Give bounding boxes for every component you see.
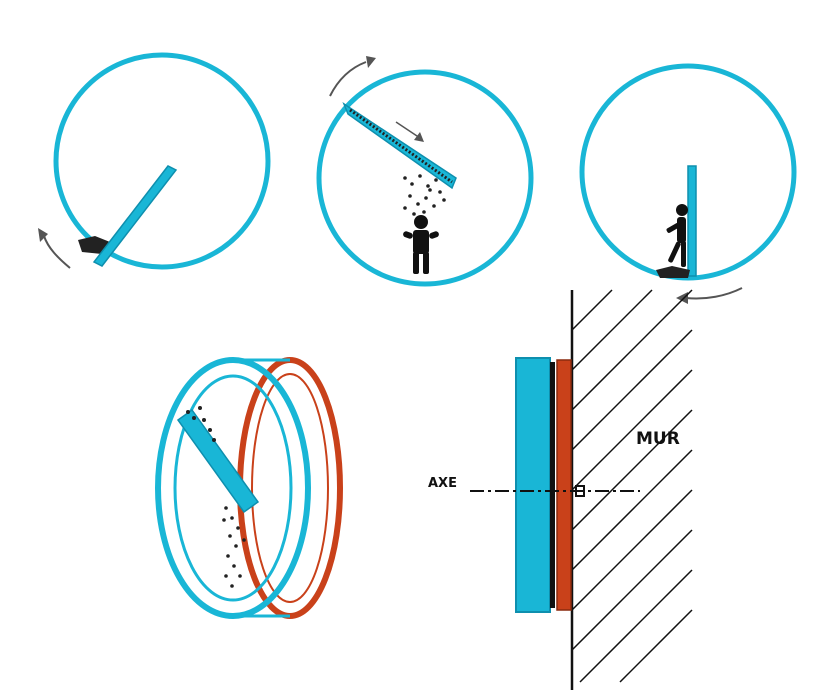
sand-grains-4 xyxy=(186,406,246,588)
back-disc-inner xyxy=(251,373,329,603)
falling-sand-2 xyxy=(403,174,446,216)
front-ring-inner xyxy=(173,374,293,602)
rotation-arrow-3 xyxy=(685,287,743,300)
wall-label: MUR xyxy=(636,429,680,449)
sand-pile-3 xyxy=(656,266,690,278)
flow-arrow-head-2 xyxy=(414,132,424,142)
rotation-arrow-2 xyxy=(329,61,367,97)
rod-3 xyxy=(687,165,697,277)
panel-5-side-view: AXE MUR xyxy=(428,289,693,690)
person-figure-3 xyxy=(666,204,688,267)
panel-1-wheel xyxy=(38,52,271,270)
back-disc-side xyxy=(556,359,572,611)
wall-hatching xyxy=(570,289,693,690)
arrow-head-2 xyxy=(366,56,376,68)
axis-label: AXE xyxy=(428,476,457,491)
flow-arrow-2 xyxy=(395,121,421,139)
person-figure-2 xyxy=(403,215,439,274)
front-wheel-side xyxy=(515,357,551,613)
gap-plate xyxy=(550,362,555,608)
arrow-head-1 xyxy=(38,228,48,242)
sand-pile-1 xyxy=(78,236,110,254)
wheel-circle-2 xyxy=(316,69,534,287)
rod-1 xyxy=(92,165,178,267)
sand-on-rod-2 xyxy=(349,108,453,184)
panel-4-perspective xyxy=(155,357,343,619)
wheel-circle-1 xyxy=(53,52,271,270)
rotation-arrow-1 xyxy=(43,235,71,269)
panel-2-wheel xyxy=(316,56,534,287)
panel-3-wheel xyxy=(579,63,797,304)
arrow-head-3 xyxy=(676,292,688,304)
